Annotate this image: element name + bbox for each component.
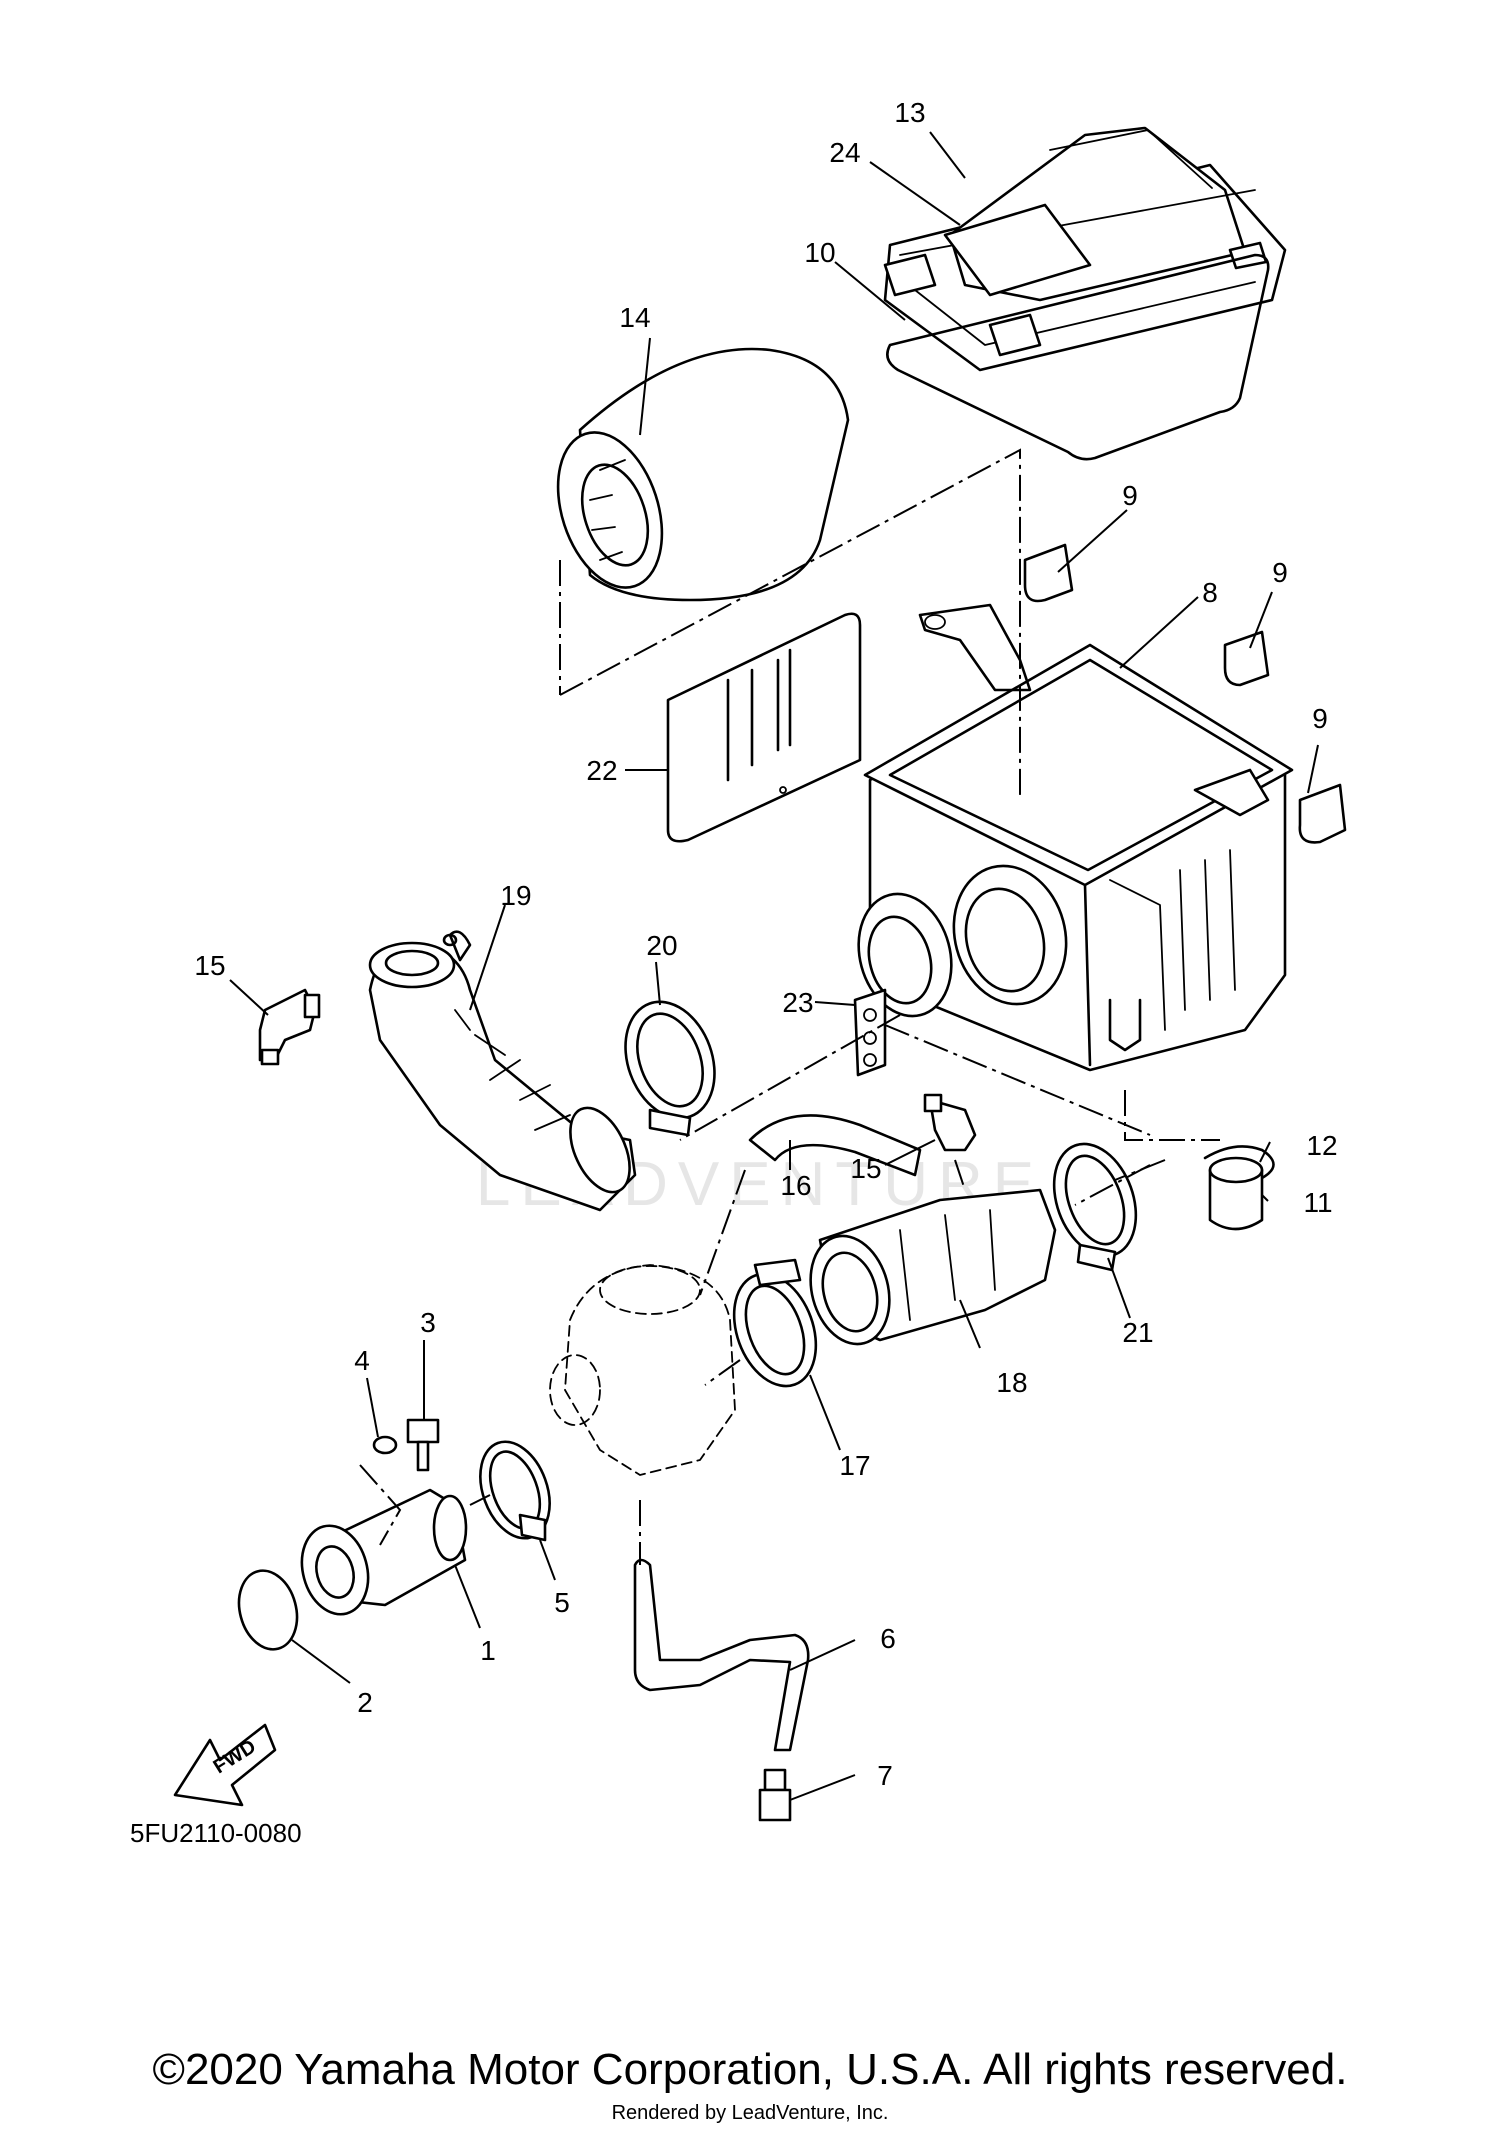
callouts: 13 24 10 14 9 8 9 9 22 19 15 20 23 16 15… bbox=[194, 97, 1337, 1791]
callout-9b: 9 bbox=[1272, 557, 1288, 588]
carburetor-reference bbox=[549, 1264, 736, 1476]
rendered-by-credit: Rendered by LeadVenture, Inc. bbox=[611, 2102, 889, 2124]
part-4-washer bbox=[372, 1435, 398, 1455]
part-12-drain-cap bbox=[1208, 1156, 1264, 1231]
callout-13: 12 bbox=[1306, 1130, 1337, 1161]
part-2-o-ring bbox=[237, 1569, 299, 1651]
fwd-arrow-icon: FWD bbox=[173, 1723, 277, 1807]
leader-lines bbox=[229, 131, 1319, 1801]
diagram-code: 5FU2110-0080 bbox=[130, 1818, 302, 1848]
part-11-cover bbox=[883, 126, 1287, 372]
callout-5: 5 bbox=[554, 1587, 570, 1618]
callout-20: 20 bbox=[646, 930, 677, 961]
part-3-bolt bbox=[406, 1418, 440, 1472]
callout-10: 10 bbox=[804, 237, 835, 268]
part-6-hose bbox=[633, 1558, 810, 1752]
callout-15b: 15 bbox=[850, 1153, 881, 1184]
part-7-fitting bbox=[758, 1768, 792, 1822]
part-18-joint bbox=[809, 1188, 1057, 1346]
callout-6: 6 bbox=[880, 1623, 896, 1654]
callout-8: 8 bbox=[1202, 577, 1218, 608]
callout-21: 21 bbox=[1122, 1317, 1153, 1348]
callout-7: 7 bbox=[877, 1760, 893, 1791]
callout-4: 4 bbox=[354, 1345, 370, 1376]
callout-16: 16 bbox=[780, 1170, 811, 1201]
copyright-notice: ©2020 Yamaha Motor Corporation, U.S.A. A… bbox=[152, 2045, 1348, 2094]
part-5-band bbox=[479, 1440, 551, 1542]
part-9-clip-middle bbox=[1223, 630, 1270, 687]
part-19-joint bbox=[368, 930, 637, 1212]
part-9-clip-lower bbox=[1298, 783, 1347, 844]
part-15-elbow-right bbox=[923, 1093, 977, 1152]
callout-2: 2 bbox=[357, 1687, 373, 1718]
callout-9c: 9 bbox=[1312, 703, 1328, 734]
part-14-filter-element bbox=[556, 347, 850, 602]
part-21-band bbox=[1052, 1142, 1138, 1272]
callout-11: 13 bbox=[894, 97, 925, 128]
callout-14: 14 bbox=[619, 302, 650, 333]
part-15-elbow-left bbox=[258, 988, 321, 1066]
part-24-label-plate bbox=[943, 203, 1092, 297]
part-1-joint bbox=[300, 1488, 468, 1616]
callout-24: 24 bbox=[829, 137, 860, 168]
air-box-outlets bbox=[857, 864, 1068, 1018]
callout-12: 11 bbox=[1303, 1187, 1332, 1218]
part-22-plate bbox=[666, 612, 862, 843]
callout-3: 3 bbox=[420, 1307, 436, 1338]
callout-9a: 9 bbox=[1122, 480, 1138, 511]
part-17-band bbox=[732, 1258, 818, 1388]
assembly-lines bbox=[359, 448, 1220, 1565]
part-9-clip-upper bbox=[1023, 543, 1074, 603]
callout-19: 19 bbox=[500, 880, 531, 911]
part-20-band bbox=[624, 1000, 716, 1137]
callout-1: 1 bbox=[480, 1635, 496, 1666]
callout-15a: 15 bbox=[194, 950, 225, 981]
part-10-gasket bbox=[886, 253, 1270, 461]
callout-22: 22 bbox=[586, 755, 617, 786]
callout-17: 17 bbox=[839, 1450, 870, 1481]
callout-23: 23 bbox=[782, 987, 813, 1018]
callout-18: 18 bbox=[996, 1367, 1027, 1398]
